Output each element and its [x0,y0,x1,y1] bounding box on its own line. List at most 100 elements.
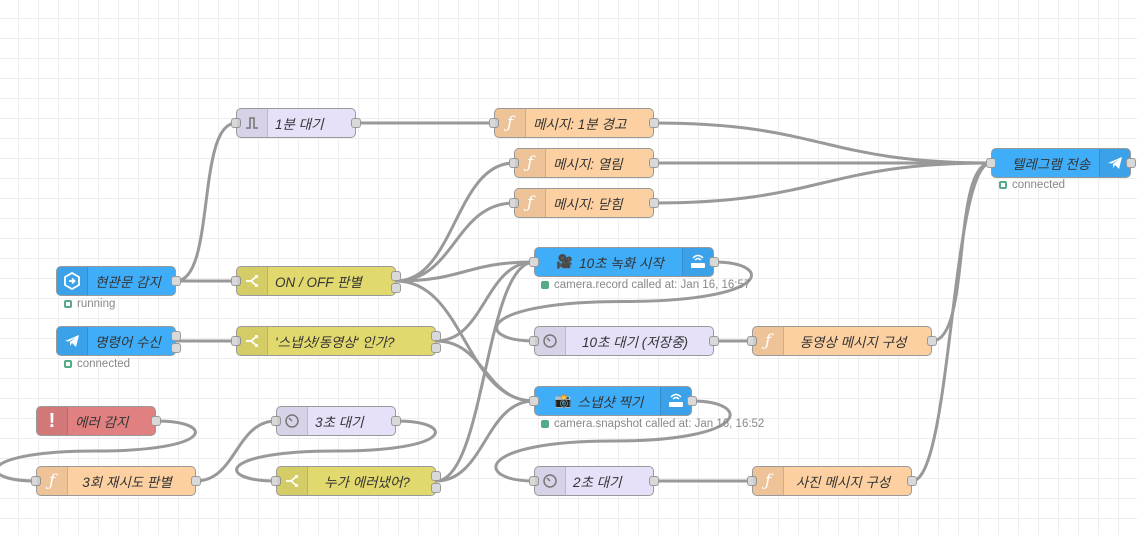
delay-icon [535,467,566,495]
output-port[interactable] [351,118,361,128]
output-port[interactable] [391,416,401,426]
node-label: 10초 대기 (저장중) [581,335,689,350]
node-wait-3-seconds[interactable]: 3초 대기 [271,406,401,436]
node-label: 사진 메시지 구성 [795,475,891,490]
node-telegram-send[interactable]: 텔레그램 전송 [986,148,1136,178]
output-port[interactable] [709,257,719,267]
status-indicator-icon [541,420,549,428]
wire-n_retry-to-n_wait3s[interactable] [195,419,277,483]
output-port[interactable] [649,158,659,168]
input-port[interactable] [271,416,281,426]
input-port[interactable] [529,336,539,346]
input-port[interactable] [529,476,539,486]
wire-n_snap-to-n_wait2s[interactable] [494,399,732,483]
output-port[interactable] [191,476,201,486]
input-port[interactable] [231,336,241,346]
node-message-close[interactable]: ƒ 메시지: 닫힘 [509,188,659,218]
wire-n_photomsg-to-n_tgsend[interactable] [911,161,992,483]
function-icon: ƒ [753,327,784,355]
status-indicator-icon [64,360,72,368]
output-port[interactable] [391,283,401,293]
node-status: connected [999,179,1065,191]
wire-n_onoff-to-n_rec[interactable] [395,260,535,283]
output-port[interactable] [709,336,719,346]
output-port[interactable] [431,331,441,341]
node-message-open[interactable]: ƒ 메시지: 열림 [509,148,659,178]
input-port[interactable] [529,396,539,406]
node-label: 3초 대기 [315,415,364,430]
node-label: 메시지: 열림 [553,157,623,172]
function-icon: ƒ [515,149,546,177]
output-port[interactable] [171,343,181,353]
wire-n_front_door-to-n_wait1m[interactable] [175,121,237,283]
wire-n_msg1m-to-n_tgsend[interactable] [653,121,992,165]
output-port[interactable] [431,483,441,493]
output-port[interactable] [171,331,181,341]
function-icon: ƒ [515,189,546,217]
wire-n_who-to-n_snap[interactable] [435,399,535,483]
output-port[interactable] [907,476,917,486]
output-port[interactable] [431,471,441,481]
node-label: 2초 대기 [573,475,622,490]
node-label: 1분 대기 [275,117,324,132]
wire-n_wait3s-to-n_who[interactable] [235,419,437,483]
input-port[interactable] [509,198,519,208]
output-port[interactable] [171,276,181,286]
wire-n_msgclose-to-n_tgsend[interactable] [653,161,992,205]
output-port[interactable] [649,198,659,208]
status-indicator-icon [64,300,72,308]
node-label: ON / OFF 판별 [275,275,362,290]
node-start-10s-recording[interactable]: 🎥10초 녹화 시작 [529,247,719,277]
node-status: camera.snapshot called at: Jan 16, 16:52 [541,418,764,430]
input-port[interactable] [489,118,499,128]
node-label: 누가 에러냈어? [324,475,410,490]
input-port[interactable] [529,257,539,267]
node-front-door-sensor[interactable]: 현관문 감지 [56,266,181,296]
input-port[interactable] [747,476,757,486]
output-port[interactable] [1126,158,1136,168]
wire-n_err-to-n_retry[interactable] [0,419,197,483]
status-indicator-icon [999,181,1007,189]
node-take-snapshot[interactable]: 📸스냅샷 찍기 [529,386,697,416]
output-port[interactable] [151,416,161,426]
node-who-errored-switch[interactable]: 누가 에러냈어? [271,466,441,496]
wire-n_onoff-to-n_msgopen[interactable] [395,161,515,283]
output-port[interactable] [687,396,697,406]
node-build-photo-message[interactable]: ƒ 사진 메시지 구성 [747,466,917,496]
node-error-catch[interactable]: ! 에러 감지 [36,406,161,436]
function-icon: ƒ [753,467,784,495]
node-snapshot-or-video-switch[interactable]: '스냅샷/동영상' 인가? [231,326,441,356]
wire-n_snapvid-to-n_rec[interactable] [435,260,535,343]
node-on-off-switch[interactable]: ON / OFF 판별 [231,266,401,296]
camera-icon: 📸 [554,393,572,408]
node-label: 현관문 감지 [95,275,161,290]
node-label: 메시지: 닫힘 [553,197,623,212]
output-port[interactable] [431,343,441,353]
wire-n_onoff-to-n_msgclose[interactable] [395,201,515,283]
node-status: connected [64,358,130,370]
telegram-icon [57,327,88,355]
input-port[interactable] [231,276,241,286]
output-port[interactable] [927,336,937,346]
node-message-1-minute-warning[interactable]: ƒ 메시지: 1분 경고 [489,108,659,138]
input-port[interactable] [271,476,281,486]
wire-n_who-to-n_rec[interactable] [435,260,535,483]
output-port[interactable] [649,118,659,128]
input-port[interactable] [747,336,757,346]
node-wait-1-minute[interactable]: 1분 대기 [231,108,361,138]
node-wait-2-seconds[interactable]: 2초 대기 [529,466,659,496]
output-port[interactable] [391,271,401,281]
node-build-video-message[interactable]: ƒ 동영상 메시지 구성 [747,326,937,356]
service-call-icon [660,387,691,415]
wire-n_rec-to-n_wait10s[interactable] [495,260,753,343]
input-port[interactable] [509,158,519,168]
node-label: 동영상 메시지 구성 [799,335,907,350]
video-camera-icon: 🎥 [556,254,574,269]
input-port[interactable] [231,118,241,128]
input-port[interactable] [31,476,41,486]
node-retry-check[interactable]: ƒ 3회 재시도 판별 [31,466,201,496]
node-wait-10-seconds-saving[interactable]: 10초 대기 (저장중) [529,326,719,356]
output-port[interactable] [649,476,659,486]
input-port[interactable] [986,158,996,168]
node-command-receiver[interactable]: 명령어 수신 [56,326,181,356]
